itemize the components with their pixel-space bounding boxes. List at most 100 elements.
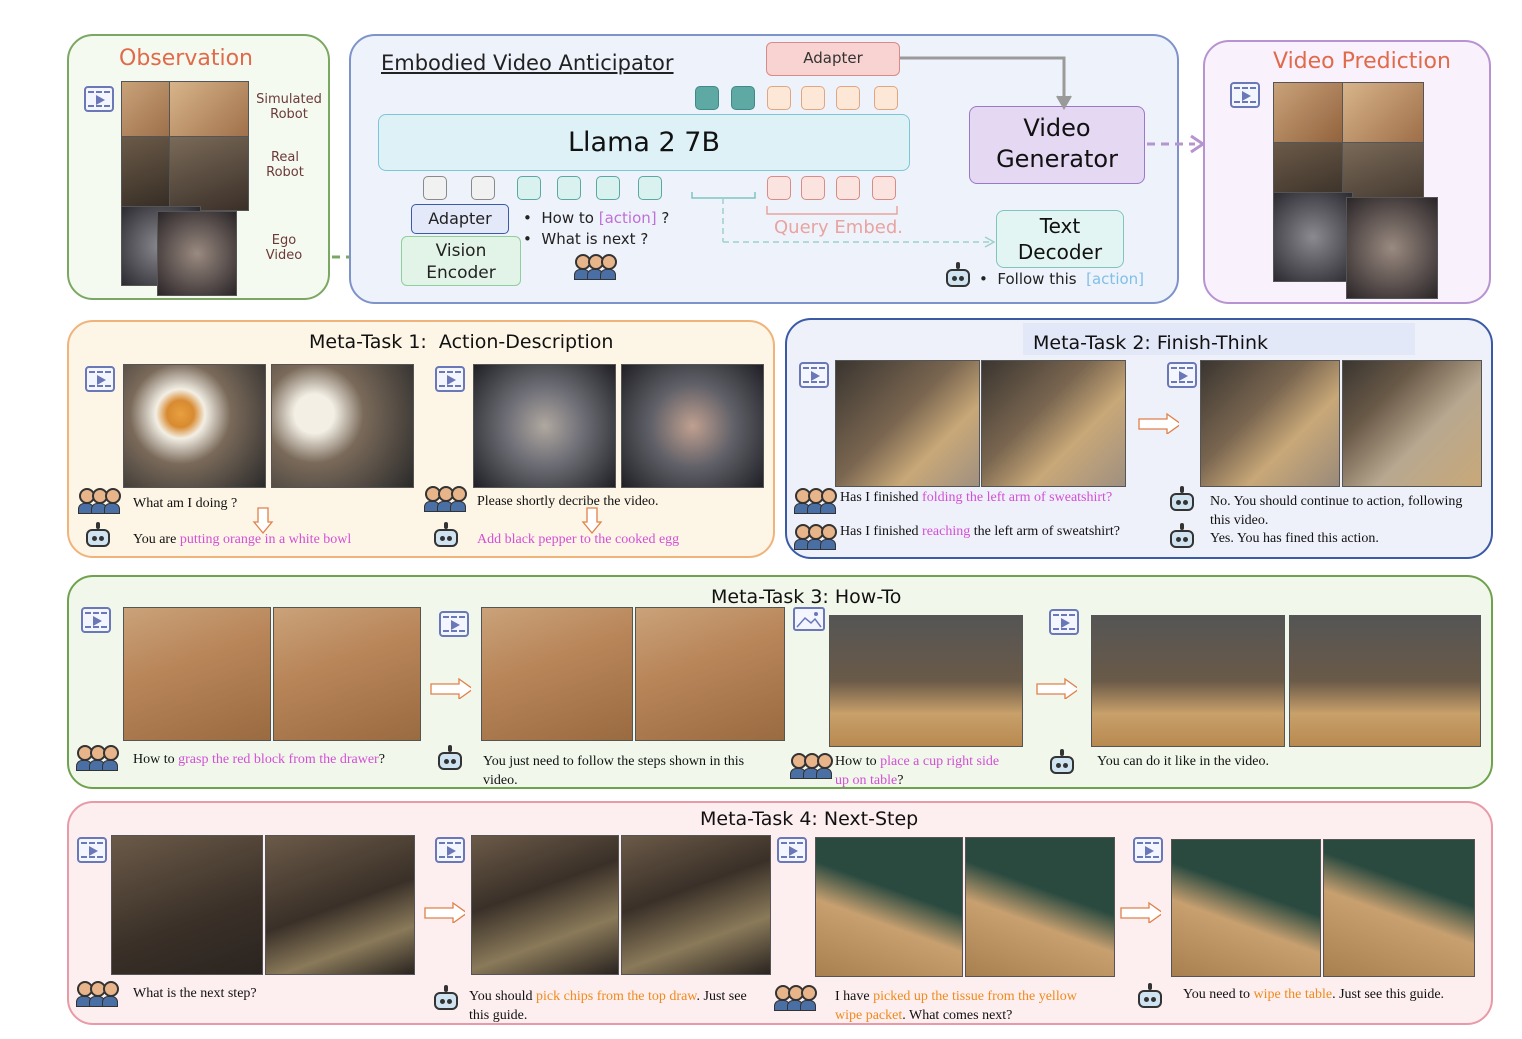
- meta4-question-1: What is the next step?: [133, 986, 257, 1001]
- down-arrow: [581, 507, 603, 535]
- input-token: [557, 176, 581, 200]
- meta4-answer-2: You need to wipe the table. Just see thi…: [1183, 987, 1445, 1002]
- image-icon: [793, 607, 825, 631]
- llm-box: Llama 2 7B: [378, 114, 910, 171]
- llm-output-token: [874, 86, 898, 110]
- query-bracket: [766, 206, 898, 215]
- tissue-frame: [965, 837, 1115, 977]
- video-icon: [435, 837, 465, 863]
- input-token: [596, 176, 620, 200]
- anticipator-panel: Embodied Video Anticipator Adapter Llama…: [349, 34, 1179, 304]
- meta-task-4-panel: Meta-Task 4: Next-Step What is the next …: [67, 801, 1493, 1025]
- robot-icon: [431, 522, 461, 552]
- pred-sim-frame: [1342, 82, 1424, 152]
- robot-icon: [1167, 523, 1197, 553]
- sim-drawer-frame: [123, 607, 271, 741]
- input-token: [517, 176, 541, 200]
- label-simulated-robot: Simulated Robot: [256, 92, 322, 122]
- llm-output-token: [767, 86, 791, 110]
- chips-drawer-frame: [621, 835, 771, 975]
- next-arrow: [430, 677, 471, 699]
- robot-icon: [435, 745, 465, 775]
- meta3-answer-2: You can do it like in the video.: [1097, 754, 1270, 769]
- video-icon: [777, 837, 807, 863]
- adapter-top-label: Adapter: [803, 49, 863, 67]
- sim-drawer-frame: [481, 607, 633, 741]
- next-arrow: [424, 901, 465, 923]
- observation-panel: Observation Simulated Robot Real Robot E…: [67, 34, 330, 300]
- sim-drawer-frame: [635, 607, 785, 741]
- text-decoder-label: Text Decoder: [1017, 214, 1103, 264]
- people-icon: [774, 985, 817, 1011]
- input-token: [423, 176, 447, 200]
- meta1-answer-2: Add black pepper to the cooked egg: [477, 532, 680, 547]
- query-embed-label: Query Embed.: [774, 217, 903, 238]
- tissue-frame: [1323, 839, 1475, 977]
- ego-video-frame: [157, 211, 237, 296]
- sweatshirt-frame: [1342, 360, 1482, 487]
- meta1-question-2: Please shortly decribe the video.: [477, 494, 659, 509]
- cup-table-frame: [1289, 615, 1481, 747]
- pred-ego-frame: [1346, 197, 1438, 299]
- meta-task-3-panel: Meta-Task 3: How-To How to grasp the red…: [67, 575, 1493, 789]
- anticipator-title: Embodied Video Anticipator: [381, 51, 674, 75]
- query-token: [836, 176, 860, 200]
- next-arrow: [1036, 677, 1077, 699]
- query-token: [801, 176, 825, 200]
- input-token: [471, 176, 495, 200]
- video-icon: [81, 607, 111, 633]
- chips-drawer-frame: [265, 835, 415, 975]
- people-icon: [790, 753, 833, 779]
- vision-encoder-box: Vision Encoder: [401, 236, 521, 286]
- adapter-bottom-box: Adapter: [411, 204, 509, 234]
- meta-task-1-panel: Meta-Task 1: Action-Description What am …: [67, 320, 775, 558]
- meta-task-3-title: Meta-Task 3: How-To: [711, 586, 902, 608]
- robot-icon: [1047, 749, 1077, 779]
- meta-task-2-title: Meta-Task 2: Finish-Think: [1033, 332, 1269, 354]
- robot-icon: [83, 522, 113, 552]
- meta3-question-2: How to place a cup right side up on tabl…: [835, 754, 1000, 788]
- video-icon: [84, 86, 114, 112]
- down-arrow: [252, 507, 274, 535]
- input-token: [638, 176, 662, 200]
- meta2-answer-1: No. You should continue to action, follo…: [1210, 494, 1463, 528]
- people-icon: [794, 524, 837, 550]
- meta3-answer-1: You just need to follow the steps shown …: [483, 754, 745, 788]
- people-icon: [76, 745, 119, 771]
- label-real-robot: Real Robot: [266, 150, 304, 180]
- video-prediction-panel: Video Prediction: [1203, 40, 1491, 304]
- meta2-answer-2: Yes. You has fined this action.: [1210, 531, 1379, 546]
- video-icon: [77, 837, 107, 863]
- chips-drawer-frame: [471, 835, 619, 975]
- tissue-frame: [1171, 839, 1321, 977]
- meta4-question-2: I have picked up the tissue from the yel…: [835, 989, 1077, 1023]
- meta3-question-1: How to grasp the red block from the draw…: [133, 752, 385, 767]
- real-robot-frame: [169, 136, 249, 211]
- ego-cooking-frame: [473, 364, 616, 488]
- video-generator-label: Video Generator: [996, 114, 1118, 173]
- llm-output-token: [695, 86, 719, 110]
- meta-task-2-panel: Meta-Task 2: Finish-Think Has I finished…: [785, 318, 1493, 559]
- meta-task-1-title: Meta-Task 1: Action-Description: [309, 331, 614, 353]
- robot-icon: [943, 262, 973, 292]
- meta2-question-2: Has I finished reaching the left arm of …: [840, 524, 1120, 539]
- pred-ego-frame: [1273, 192, 1353, 282]
- query-token: [767, 176, 791, 200]
- vision-encoder-label: Vision Encoder: [426, 241, 496, 283]
- video-icon: [1133, 837, 1163, 863]
- observation-title: Observation: [119, 46, 253, 71]
- next-arrow: [1120, 901, 1161, 923]
- next-arrow: [1138, 412, 1179, 434]
- generator-to-prediction-arrow: [1147, 134, 1206, 154]
- follow-action-text: • Follow this [action]: [979, 270, 1145, 288]
- llm-output-token: [801, 86, 825, 110]
- query-token: [872, 176, 896, 200]
- llm-output-token: [836, 86, 860, 110]
- chips-drawer-frame: [111, 835, 263, 975]
- orange-bowl-frame: [123, 364, 266, 488]
- cup-table-image: [829, 615, 1023, 747]
- video-icon: [799, 362, 829, 388]
- text-decoder-box: Text Decoder: [996, 210, 1124, 268]
- video-icon: [1167, 362, 1197, 388]
- cup-table-frame: [1091, 615, 1285, 747]
